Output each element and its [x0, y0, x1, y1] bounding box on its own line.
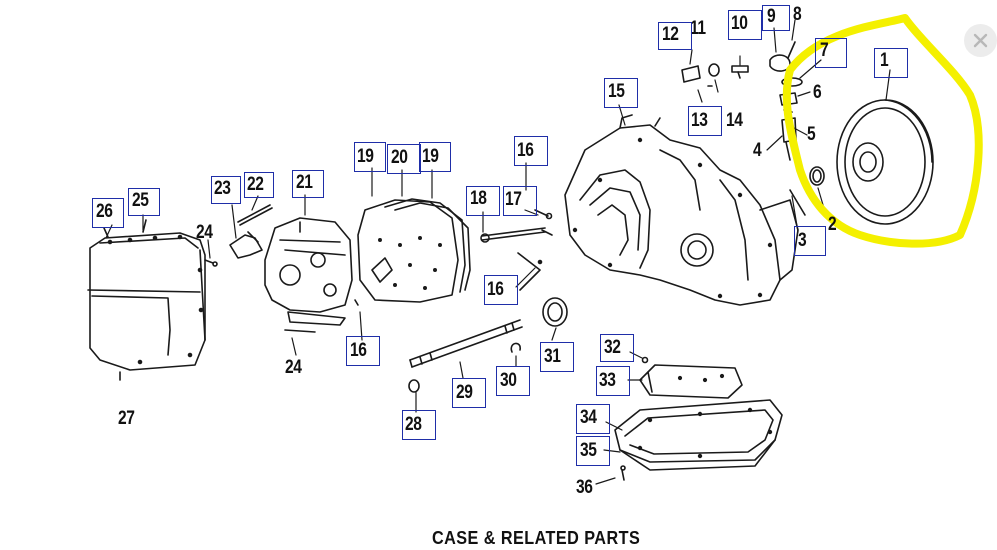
label-box-33 — [596, 366, 630, 396]
part-label: 28 — [405, 414, 422, 435]
highlight-circle — [782, 14, 983, 248]
part-label: 26 — [96, 201, 113, 222]
label-box-1 — [874, 48, 908, 78]
part-label: 24 — [196, 222, 213, 243]
label-box-25 — [128, 188, 160, 216]
part-label: 21 — [296, 172, 313, 193]
part-label: 4 — [753, 140, 762, 161]
label-box-34 — [576, 404, 610, 434]
label-box-7 — [815, 38, 847, 68]
part-label: 18 — [470, 188, 487, 209]
torque-converter — [836, 99, 934, 225]
part-label: 11 — [690, 18, 706, 39]
label-box-10 — [728, 10, 762, 40]
label-box-16c — [346, 336, 380, 366]
label-box-18 — [466, 186, 500, 216]
transaxle-case — [564, 114, 799, 306]
label-box-19a — [354, 142, 386, 172]
part-label: 15 — [608, 81, 625, 102]
valve-body — [264, 217, 359, 333]
part-label: 9 — [767, 6, 776, 27]
label-box-22 — [244, 172, 274, 198]
part-label: 19 — [357, 146, 374, 167]
part-label: 16 — [487, 279, 504, 300]
label-box-29 — [452, 378, 486, 408]
label-box-15 — [604, 78, 638, 108]
label-box-16a — [514, 136, 548, 166]
part-label: 5 — [807, 124, 816, 145]
part-label: 14 — [726, 110, 743, 131]
label-box-9 — [762, 5, 790, 31]
part-label: 13 — [691, 110, 708, 131]
close-button[interactable] — [964, 24, 997, 57]
label-box-12 — [658, 22, 692, 50]
part-label: 17 — [505, 189, 522, 210]
label-box-31 — [540, 342, 574, 372]
label-box-13 — [688, 106, 722, 136]
separator-plates — [357, 198, 471, 303]
close-icon — [973, 33, 988, 48]
part-label: 8 — [793, 4, 802, 25]
label-box-20 — [387, 144, 421, 174]
part-label: 33 — [599, 370, 616, 391]
oil-pan — [614, 399, 783, 471]
part-label: 22 — [247, 174, 264, 195]
part-label: 36 — [576, 477, 593, 498]
diagram-caption: CASE & RELATED PARTS — [432, 528, 641, 548]
label-box-3 — [794, 226, 826, 256]
part-label: 27 — [118, 408, 135, 429]
part-label: 16 — [517, 140, 534, 161]
part-label: 16 — [350, 340, 367, 361]
label-box-21 — [292, 170, 324, 198]
label-box-16b — [484, 275, 518, 305]
part-label: 23 — [214, 178, 231, 199]
label-box-35 — [576, 436, 610, 466]
part-label: 10 — [731, 13, 748, 34]
part-label: 6 — [813, 82, 822, 103]
part-label: 20 — [391, 147, 408, 168]
part-label: 34 — [580, 407, 597, 428]
label-box-19b — [419, 142, 451, 172]
cover-pan — [87, 219, 206, 381]
part-label: 32 — [604, 337, 621, 358]
label-box-30 — [496, 366, 530, 396]
part-label: 2 — [828, 214, 837, 235]
part-label: 1 — [880, 50, 889, 71]
part-label: 31 — [544, 346, 561, 367]
part-label: 24 — [285, 357, 302, 378]
part-label: 12 — [662, 24, 679, 45]
label-box-23 — [211, 176, 241, 204]
label-box-17 — [503, 186, 537, 216]
part-label: 30 — [500, 370, 517, 391]
label-box-32 — [600, 334, 634, 362]
label-box-26 — [92, 198, 124, 228]
label-box-28 — [402, 410, 436, 440]
part-label: 35 — [580, 440, 597, 461]
part-label: 3 — [798, 230, 807, 251]
part-label: 29 — [456, 382, 473, 403]
part-label: 25 — [132, 190, 149, 211]
part-label: 19 — [422, 146, 439, 167]
part-label: 7 — [820, 40, 829, 61]
